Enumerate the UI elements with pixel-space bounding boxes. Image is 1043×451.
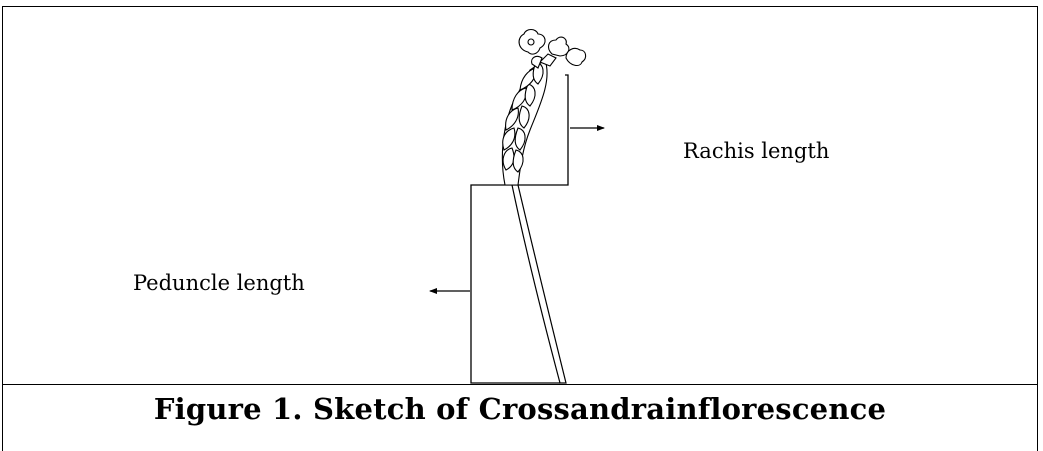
peduncle-length-label: Peduncle length [133, 271, 305, 295]
rachis-bracts [502, 60, 547, 185]
rachis-length-label: Rachis length [683, 139, 829, 163]
peduncle-bracket [471, 185, 560, 383]
flower-cluster [519, 30, 586, 69]
peduncle-stem [512, 185, 566, 383]
figure-caption: Figure 1. Sketch of Crossandrainfloresce… [2, 392, 1038, 426]
